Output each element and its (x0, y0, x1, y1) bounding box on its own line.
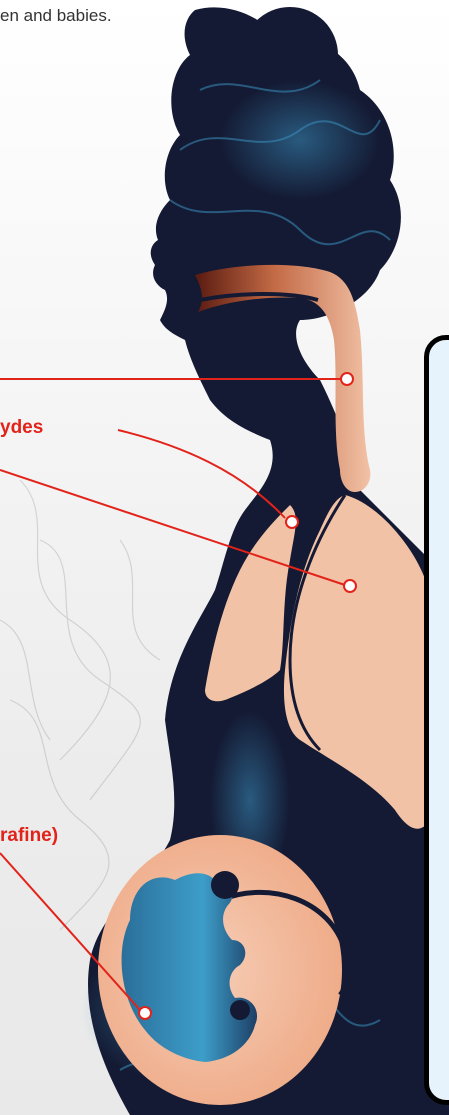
fetus-foot (230, 1000, 250, 1020)
callout-dot-fetus (139, 1007, 151, 1019)
callout-dot-throat (341, 373, 353, 385)
label-aldehydes: ydes (0, 417, 43, 439)
callout-dot-airway (286, 516, 298, 528)
info-panel (424, 335, 449, 1105)
label-paraffin: rafine) (0, 825, 58, 847)
background-smoke (0, 480, 160, 930)
fetus-hand (211, 871, 239, 899)
callout-dot-lungs (344, 580, 356, 592)
